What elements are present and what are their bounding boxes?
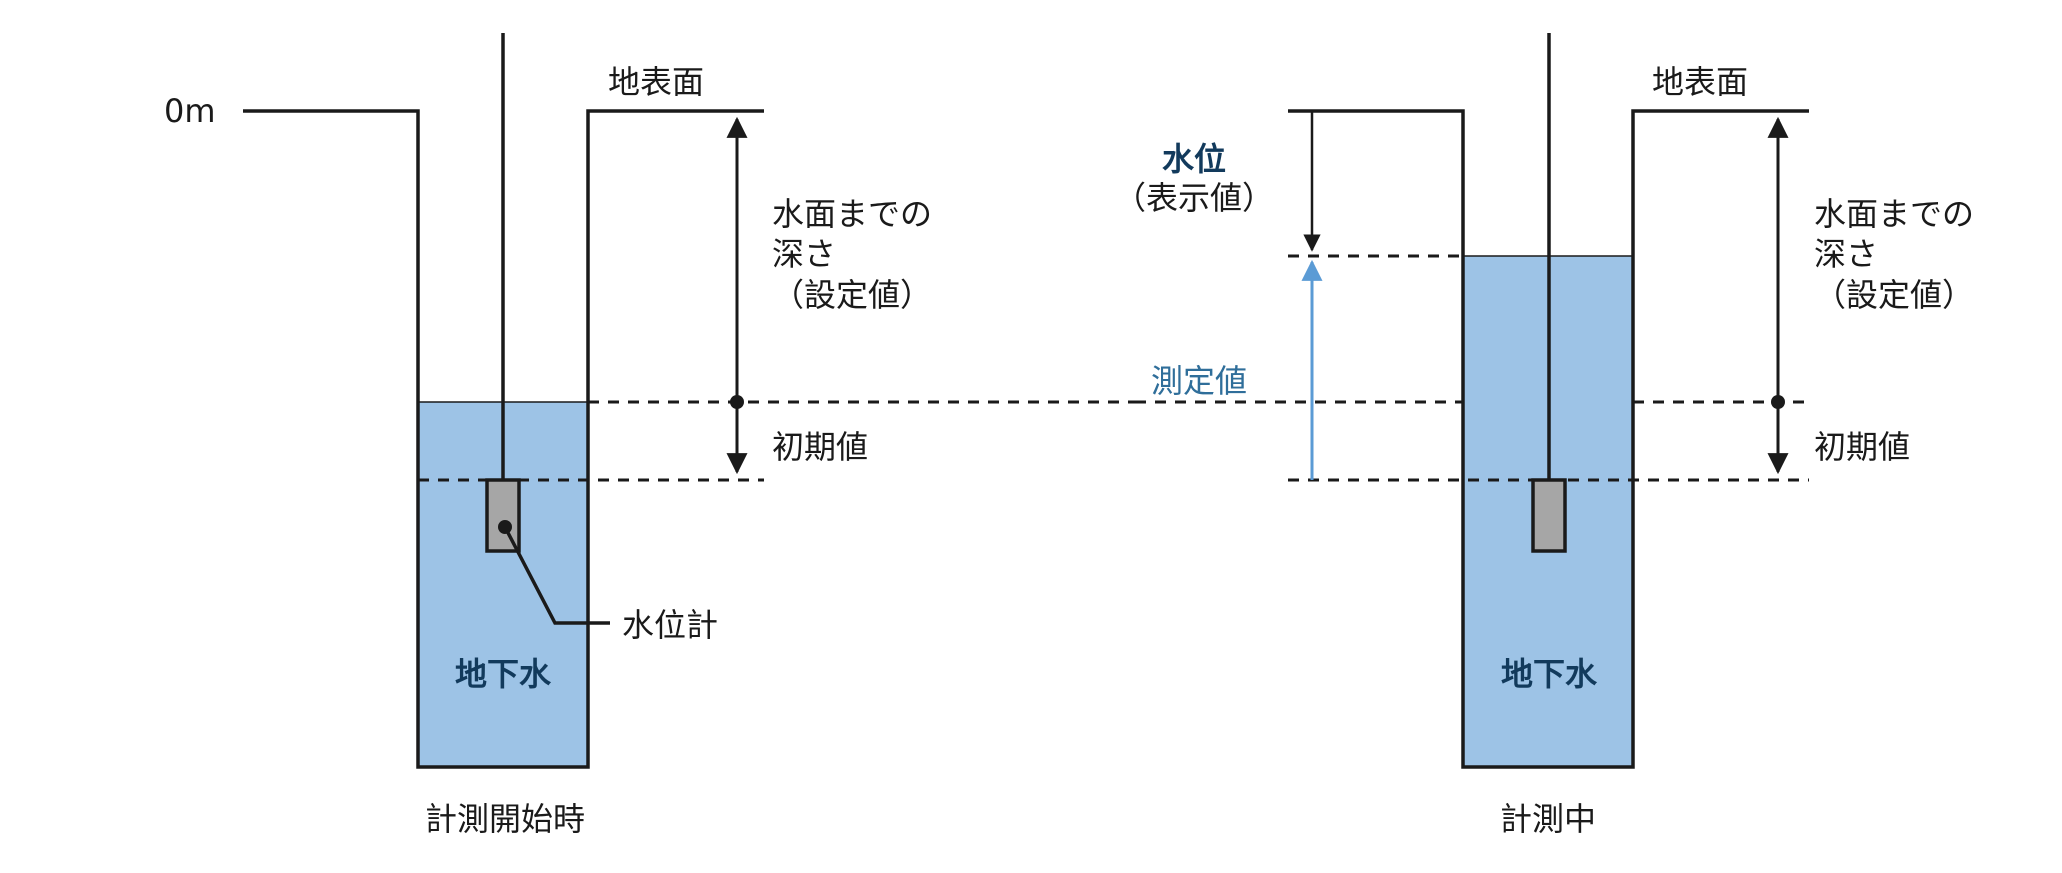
- left-initial-dot: [730, 395, 744, 409]
- left-sensor-leader: [503, 526, 610, 625]
- left-surface-label: 地表面: [608, 63, 704, 101]
- right-caption: 計測中: [1500, 800, 1596, 838]
- left-well-outline: [243, 109, 764, 769]
- right-initial-label: 初期値: [1814, 428, 1910, 466]
- right-well-outline: [1288, 109, 1809, 769]
- right-panel: 地表面 水位 （表示値） 測定値 水面までの 深さ （設定値） 初期値 地下水 …: [1114, 33, 1974, 838]
- left-panel: 0m 地表面 水面までの 深さ （設定値） 初期値 水位計 地下水 計測開始時: [164, 33, 1135, 838]
- left-water-level-sensor: [485, 478, 521, 553]
- left-groundwater-label: 地下水: [455, 655, 552, 693]
- left-depth-label-line3: （設定値）: [772, 276, 932, 314]
- right-surface-label: 地表面: [1652, 63, 1748, 101]
- right-depth-label-line1: 水面までの: [1814, 195, 1974, 233]
- right-groundwater-label: 地下水: [1501, 655, 1598, 693]
- left-zero-label: 0m: [164, 92, 216, 130]
- left-caption: 計測開始時: [425, 800, 585, 838]
- right-depth-label-line2: 深さ: [1814, 235, 1878, 273]
- right-water-level-sensor: [1531, 478, 1567, 553]
- right-depth-label-line3: （設定値）: [1814, 276, 1974, 314]
- right-level-sub-label: （表示値）: [1114, 179, 1274, 217]
- left-depth-label-line1: 水面までの: [772, 195, 932, 233]
- right-measured-label: 測定値: [1151, 362, 1247, 400]
- left-initial-label: 初期値: [772, 428, 868, 466]
- right-initial-dot: [1771, 395, 1785, 409]
- left-depth-label-line2: 深さ: [772, 235, 836, 273]
- right-level-label: 水位: [1162, 140, 1226, 178]
- left-sensor-label: 水位計: [622, 606, 718, 644]
